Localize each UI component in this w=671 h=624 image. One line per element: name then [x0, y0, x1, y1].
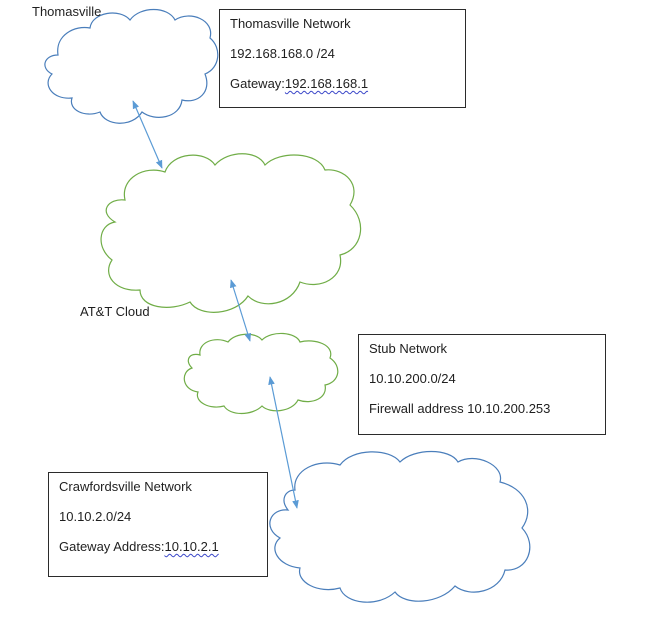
stub-box-title: Stub Network — [369, 341, 448, 356]
thomasville-network-box: Thomasville Network 192.168.168.0 /24 Ga… — [219, 9, 466, 108]
thomasville-label: Thomasville — [32, 4, 102, 19]
stub-box-firewall: Firewall address 10.10.200.253 — [369, 401, 551, 416]
connector-stub-crawfordsville — [268, 376, 299, 509]
connector-thomasville-att — [132, 100, 163, 169]
crawfordsville-box-gateway: Gateway Address:10.10.2.1 — [59, 539, 257, 554]
crawfordsville-box-title: Crawfordsville Network — [59, 479, 192, 494]
gateway-address: 10.10.2.1 — [164, 539, 219, 554]
crawfordsville-network-box: Crawfordsville Network 10.10.2.0/24 Gate… — [48, 472, 268, 577]
gateway-address: 192.168.168.1 — [284, 76, 369, 91]
att-cloud — [100, 153, 362, 313]
connector-att-stub — [230, 279, 251, 342]
crawfordsville-box-subnet: 10.10.2.0/24 — [59, 509, 132, 524]
thomasville-box-gateway: Gateway:192.168.168.1 — [230, 76, 455, 91]
stub-box-subnet: 10.10.200.0/24 — [369, 371, 456, 386]
stub-network-box: Stub Network 10.10.200.0/24 Firewall add… — [358, 334, 606, 435]
crawfordsville-cloud — [269, 451, 531, 603]
stub-cloud — [183, 332, 339, 415]
gateway-label: Gateway: — [230, 76, 285, 91]
gateway-label: Gateway Address: — [59, 539, 165, 554]
thomasville-cloud — [44, 8, 219, 124]
att-cloud-label: AT&T Cloud — [80, 304, 150, 319]
thomasville-box-title: Thomasville Network — [230, 16, 351, 31]
thomasville-box-subnet: 192.168.168.0 /24 — [230, 46, 335, 61]
